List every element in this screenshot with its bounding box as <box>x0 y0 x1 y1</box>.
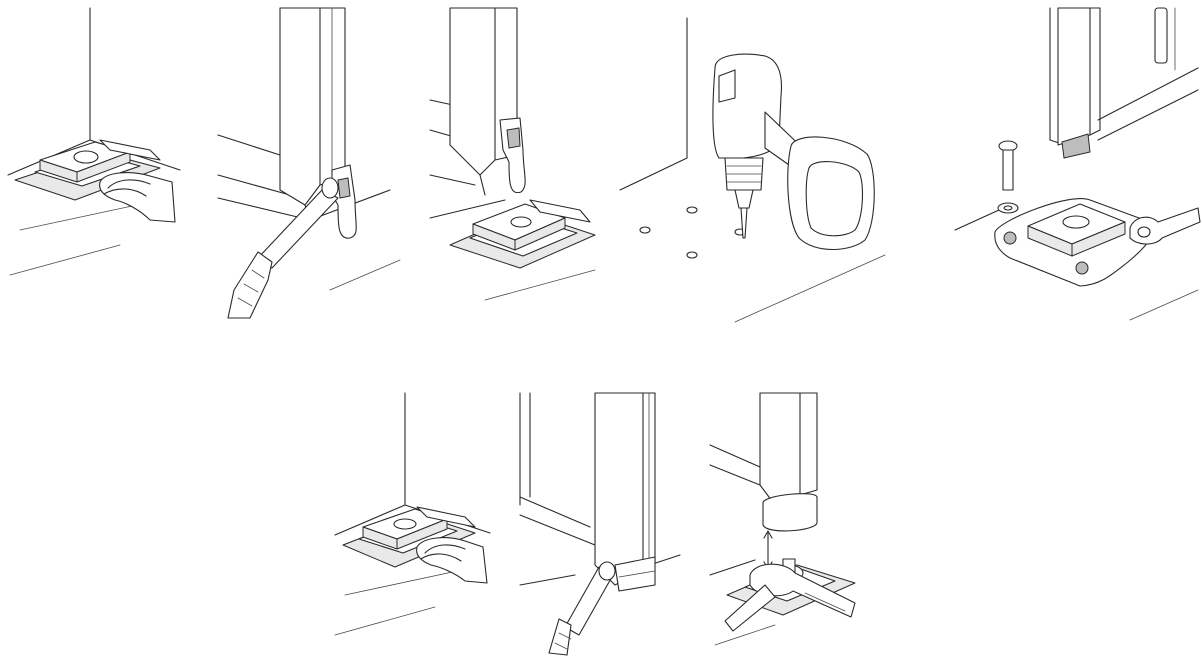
base-plate-icon <box>995 199 1154 286</box>
wrench-icon <box>1130 208 1200 244</box>
step-5-panel <box>950 0 1200 330</box>
height-adjustment-arrow-icon <box>764 531 772 569</box>
step-1-floor-lines <box>8 8 180 275</box>
step-4-panel <box>615 0 895 335</box>
post-icon <box>1058 8 1167 158</box>
step-7-panel <box>515 385 685 657</box>
step-6-panel <box>325 385 505 645</box>
wrench-icon <box>549 562 615 655</box>
post-icon <box>760 393 817 531</box>
step-3-panel <box>425 0 600 310</box>
cordless-drill-icon <box>713 54 874 249</box>
anchor-bolt-icon <box>998 141 1018 213</box>
drill-holes <box>640 207 745 258</box>
step-1-panel <box>0 0 190 300</box>
floor-plate-icon <box>450 200 595 268</box>
step-2-panel <box>210 0 410 320</box>
hand-icon <box>417 538 487 583</box>
wrench-icon <box>228 178 338 318</box>
hand-icon <box>100 173 175 222</box>
step-8-panel <box>705 385 875 655</box>
post-icon <box>450 8 517 195</box>
bracket-icon <box>332 165 356 238</box>
post-icon <box>595 393 655 591</box>
bracket-icon <box>500 118 525 193</box>
